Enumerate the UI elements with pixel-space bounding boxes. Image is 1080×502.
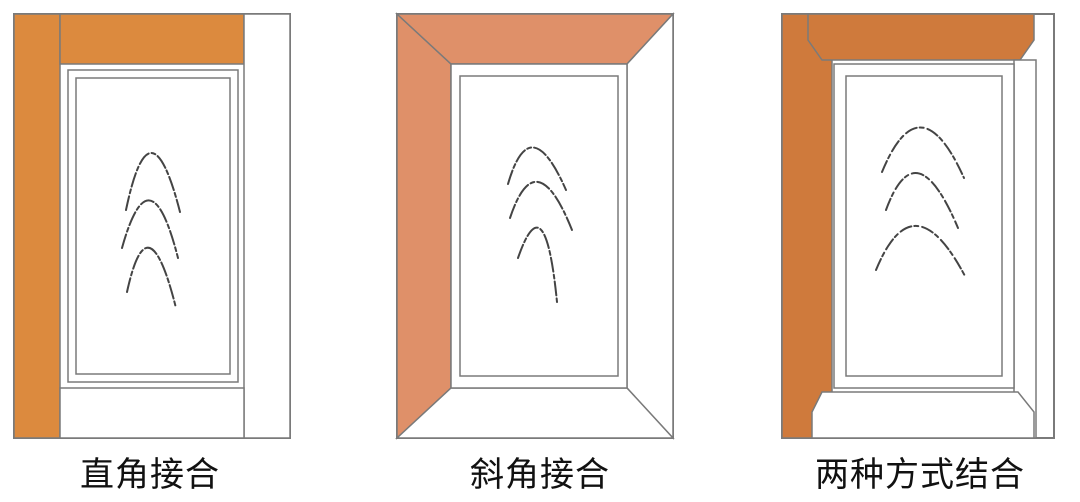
- panel-inner-bevel: [845, 75, 1003, 377]
- panel-inner-bevel: [75, 77, 231, 375]
- left-stile: [781, 13, 833, 439]
- right-stile: [1013, 59, 1037, 439]
- wood-grain-arcs: [507, 146, 573, 303]
- left-stile: [396, 12, 452, 440]
- top-rail: [59, 13, 245, 65]
- right-stile: [243, 13, 291, 439]
- top-rail: [807, 13, 1035, 61]
- panel-inner-bevel: [459, 75, 619, 377]
- caption-mitered-joint: 斜角接合: [470, 455, 610, 495]
- wood-grain-arcs: [875, 126, 967, 279]
- right-stile: [626, 12, 674, 440]
- caption-right-angle-joint: 直角接合: [80, 455, 220, 495]
- left-stile: [13, 13, 61, 439]
- bottom-rail: [59, 387, 245, 439]
- panel-right-angle: [13, 13, 291, 439]
- caption-combined-joint: 两种方式结合: [815, 455, 1025, 495]
- bottom-rail: [811, 391, 1035, 439]
- panel-combined: [781, 13, 1055, 439]
- panel-mitered: [395, 12, 675, 440]
- wood-grain-arcs: [121, 152, 181, 309]
